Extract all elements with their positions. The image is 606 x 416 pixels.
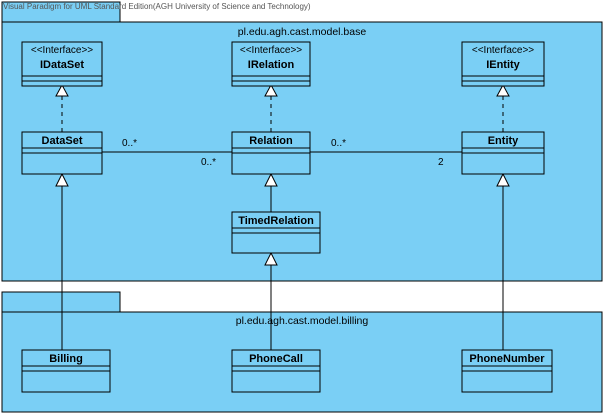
class-phonenumber[interactable]: PhoneNumber xyxy=(461,349,553,393)
class-billing[interactable]: Billing xyxy=(21,349,111,393)
class-name-timedrelation: TimedRelation xyxy=(238,215,314,227)
multiplicity-entity-end: 2 xyxy=(438,157,444,168)
multiplicity-dataset-end: 0..* xyxy=(122,138,137,149)
package-base-name: pl.edu.agh.cast.model.base xyxy=(238,26,367,38)
class-name-idataset: IDataSet xyxy=(40,59,84,71)
class-entity[interactable]: Entity xyxy=(461,131,545,175)
class-timedrelation[interactable]: TimedRelation xyxy=(231,211,321,254)
multiplicity-relation-left-end: 0..* xyxy=(201,157,216,168)
package-billing-tab xyxy=(1,291,121,313)
class-phonecall[interactable]: PhoneCall xyxy=(231,349,321,393)
watermark: Visual Paradigm for UML Standard Edition… xyxy=(3,2,311,11)
class-irelation[interactable]: <<Interface>> IRelation xyxy=(231,41,311,87)
generalization-arrowhead-entity xyxy=(496,172,510,187)
stereotype-ientity: <<Interface>> xyxy=(472,45,534,56)
class-name-relation: Relation xyxy=(249,135,293,147)
stereotype-idataset: <<Interface>> xyxy=(31,45,93,56)
class-name-phonecall: PhoneCall xyxy=(249,353,303,365)
package-billing-name: pl.edu.agh.cast.model.billing xyxy=(236,315,369,327)
class-name-irelation: IRelation xyxy=(248,59,295,71)
class-relation[interactable]: Relation xyxy=(231,131,311,175)
stereotype-irelation: <<Interface>> xyxy=(240,45,302,56)
generalization-arrowhead-relation xyxy=(264,172,278,187)
class-name-phonenumber: PhoneNumber xyxy=(469,353,545,365)
realization-arrowhead-irelation xyxy=(264,83,278,97)
class-name-dataset: DataSet xyxy=(42,135,83,147)
class-idataset[interactable]: <<Interface>> IDataSet xyxy=(21,41,103,87)
multiplicity-relation-right-end: 0..* xyxy=(331,138,346,149)
generalization-arrowhead-timedrelation xyxy=(264,251,278,266)
class-name-billing: Billing xyxy=(49,353,83,365)
class-name-ientity: IEntity xyxy=(486,59,520,71)
class-name-entity: Entity xyxy=(488,135,519,147)
class-ientity[interactable]: <<Interface>> IEntity xyxy=(461,41,545,87)
class-dataset[interactable]: DataSet xyxy=(21,131,103,175)
generalization-arrowhead-dataset xyxy=(55,172,69,187)
realization-arrowhead-idataset xyxy=(55,83,69,97)
realization-arrowhead-ientity xyxy=(496,83,510,97)
